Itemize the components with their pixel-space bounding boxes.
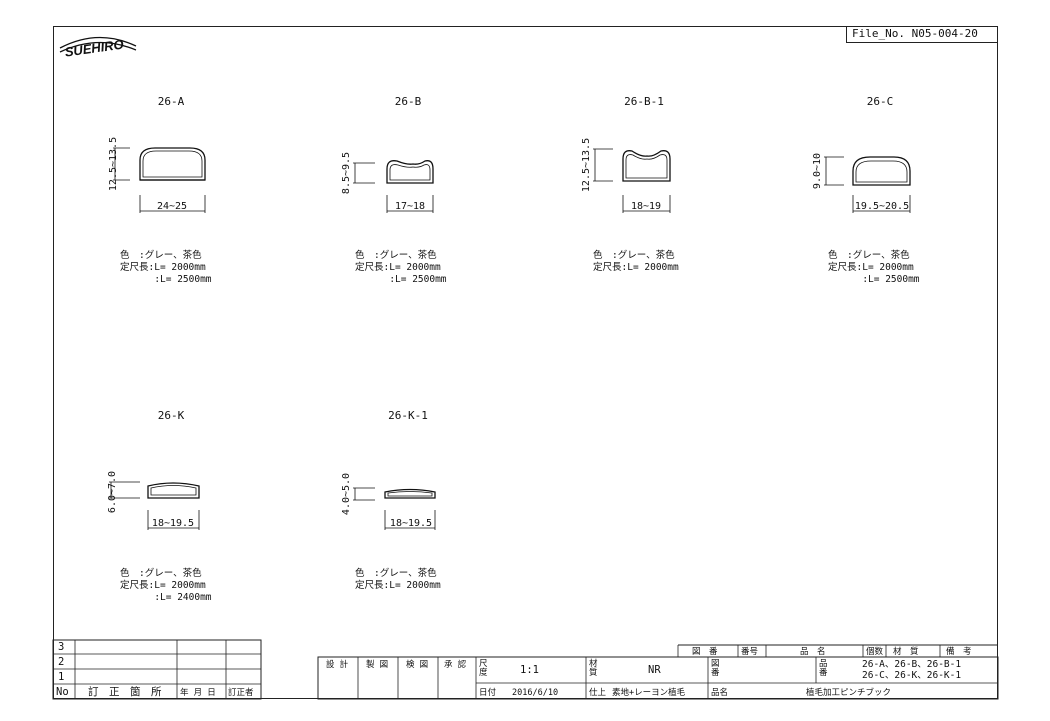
profile-title: 26-B-1 (624, 95, 664, 108)
parts-header: 品 名 (800, 647, 826, 657)
height-dimension: 12.5~13.5 (108, 137, 119, 191)
profile-spec: 色 :グレー、茶色 定尺長:L= 2000mm :L= 2500mm (120, 250, 212, 285)
approval-label: 検 図 (406, 660, 429, 670)
product-name-value: 植毛加工ピンチブック (806, 688, 892, 698)
revision-header: 訂正者 (228, 688, 254, 698)
drawing-no-label: 図番 (711, 659, 720, 678)
logo-text: SUEHIRO (64, 37, 125, 60)
parts-header: 個数 (866, 647, 884, 657)
approval-label: 製 図 (366, 660, 389, 670)
parts-header: 番号 (741, 647, 759, 657)
parts-header: 材 質 (893, 647, 919, 657)
scale-label: 尺度 (479, 659, 488, 678)
revision-row-no: 1 (58, 671, 65, 683)
height-dimension: 8.5~9.5 (341, 152, 352, 194)
height-dimension: 6.0~7.0 (107, 471, 118, 513)
revision-row-no: 3 (58, 641, 65, 653)
profile-title: 26-C (866, 95, 894, 108)
part-no-label: 品番 (819, 659, 828, 678)
revision-row-no: 2 (58, 656, 65, 668)
profile-spec: 色 :グレー、茶色 定尺長:L= 2000mm :L= 2400mm (120, 568, 212, 603)
profile-title: 26-K (157, 409, 185, 422)
suehiro-logo: SUEHIRO (59, 37, 137, 60)
width-dimension: 18~19 (631, 201, 661, 212)
height-dimension: 9.0~10 (812, 153, 823, 189)
approval-label: 承 認 (444, 660, 467, 670)
parts-header: 備 考 (946, 647, 972, 657)
revision-header: No (56, 686, 69, 698)
finish-label: 仕上 (589, 688, 607, 698)
height-dimension: 12.5~13.5 (581, 138, 592, 192)
profile-drawing-26-b: 8.5~9.5 17~18 (341, 152, 434, 213)
material-label: 材質 (589, 659, 598, 678)
width-dimension: 18~19.5 (152, 518, 194, 529)
profile-drawing-26-c: 9.0~10 19.5~20.5 (812, 153, 911, 213)
part-no-line-2: 26-C、26-K、26-K-1 (862, 670, 962, 681)
profile-title: 26-B (394, 95, 422, 108)
profile-drawing-26-k-1: 4.0~5.0 18~19.5 (341, 473, 436, 530)
approval-label: 設 計 (326, 660, 349, 670)
title-block (317, 644, 999, 700)
profile-title: 26-A (157, 95, 185, 108)
profile-spec: 色 :グレー、茶色 定尺長:L= 2000mm (593, 250, 679, 273)
parts-header: 図 番 (692, 647, 718, 657)
file-number: File_No. N05-004-20 (846, 26, 998, 43)
date-value: 2016/6/10 (512, 688, 559, 698)
material-value: NR (648, 664, 661, 676)
date-label: 日付 (479, 688, 497, 698)
scale-value: 1:1 (520, 664, 539, 676)
finish-value: 素地+レーヨン植毛 (612, 688, 686, 698)
profile-spec: 色 :グレー、茶色 定尺長:L= 2000mm :L= 2500mm (355, 250, 447, 285)
profile-title: 26-K-1 (388, 409, 428, 422)
profile-spec: 色 :グレー、茶色 定尺長:L= 2000mm (355, 568, 441, 591)
width-dimension: 19.5~20.5 (855, 201, 909, 212)
profile-drawing-26-a: 12.5~13.5 24~25 (108, 137, 206, 213)
revision-header: 年 月 日 (180, 688, 216, 698)
profile-spec: 色 :グレー、茶色 定尺長:L= 2000mm :L= 2500mm (828, 250, 920, 285)
part-no-line-1: 26-A、26-B、26-B-1 (862, 659, 962, 670)
revision-table (52, 639, 262, 700)
height-dimension: 4.0~5.0 (341, 473, 352, 515)
product-name-label: 品名 (711, 688, 729, 698)
profile-drawing-26-k: 6.0~7.0 18~19.5 (107, 471, 200, 530)
revision-header: 訂 正 箇 所 (88, 686, 162, 698)
width-dimension: 24~25 (157, 201, 187, 212)
width-dimension: 17~18 (395, 201, 425, 212)
profile-drawing-26-b-1: 12.5~13.5 18~19 (581, 138, 671, 213)
width-dimension: 18~19.5 (390, 518, 432, 529)
